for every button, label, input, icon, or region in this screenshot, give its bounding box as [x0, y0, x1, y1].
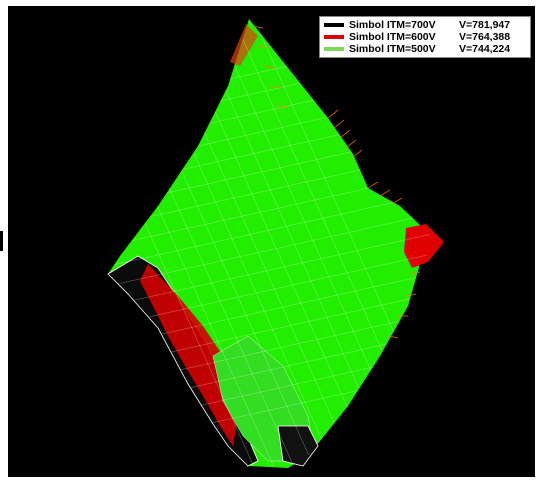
- legend-entry-600v: Simbol ITM=600V V=764,388: [324, 31, 526, 43]
- legend-swatch-600v: [324, 35, 344, 39]
- legend-label: Simbol ITM=500V: [349, 43, 436, 55]
- edge-hatching: [252, 25, 421, 339]
- surface-600v-top: [230, 24, 258, 66]
- legend-label: Simbol ITM=700V: [349, 19, 436, 31]
- mesh-surface-plot: [107, 19, 444, 468]
- legend-entry-700v: Simbol ITM=700V V=781,947: [324, 19, 526, 31]
- legend-value: V=764,388: [459, 31, 511, 43]
- surface-600v-right: [404, 224, 444, 268]
- legend-swatch-500v: [324, 47, 344, 51]
- plot-area: Simbol ITM=700V V=781,947 Simbol ITM=600…: [8, 6, 535, 477]
- wire-bottom-700v: [277, 425, 319, 467]
- legend-label: Simbol ITM=600V: [349, 31, 436, 43]
- legend: Simbol ITM=700V V=781,947 Simbol ITM=600…: [319, 16, 531, 58]
- legend-entry-500v: Simbol ITM=500V V=744,224: [324, 43, 526, 55]
- legend-value: V=781,947: [459, 19, 511, 31]
- legend-value: V=744,224: [459, 43, 511, 55]
- frame-edge-mark: [0, 231, 3, 251]
- surface-600v-fold: [140, 264, 238, 446]
- legend-swatch-700v: [324, 23, 344, 27]
